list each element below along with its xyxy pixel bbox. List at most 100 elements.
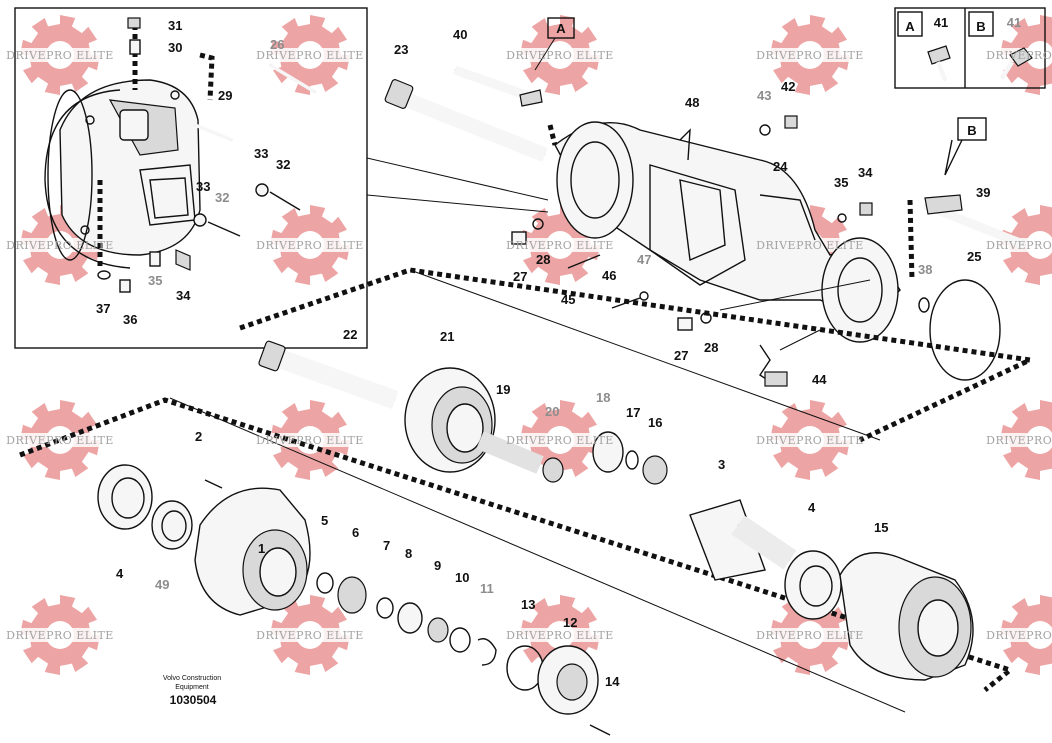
part-label-28-right: 28 bbox=[704, 340, 718, 355]
part-label-27-left: 27 bbox=[513, 269, 527, 284]
callout-b-label: B bbox=[967, 123, 976, 138]
part-label-4-right: 4 bbox=[808, 500, 816, 515]
part-label-32-top: 32 bbox=[276, 157, 290, 172]
part-label-35-inset: 35 bbox=[148, 273, 162, 288]
watermark-text: DRIVEPRO ELITE bbox=[756, 434, 864, 447]
callout-a-label: A bbox=[556, 21, 566, 36]
part-label-9: 9 bbox=[434, 558, 441, 573]
watermark-text: DRIVEPRO ELITE bbox=[506, 434, 614, 447]
part-label-11: 11 bbox=[480, 581, 494, 596]
bolt-a-icon bbox=[927, 45, 951, 65]
part-label-15: 15 bbox=[874, 520, 888, 535]
watermark-text: DRIVEPRO ELITE bbox=[506, 239, 614, 252]
part-label-23: 23 bbox=[394, 42, 408, 57]
part-label-24: 24 bbox=[773, 159, 788, 174]
watermark-text: DRIVEPRO ELITE bbox=[256, 434, 364, 447]
watermark-text: DRIVEPRO ELITE bbox=[506, 49, 614, 62]
watermark-gear-icon bbox=[735, 15, 885, 95]
callout-b: B bbox=[944, 117, 987, 176]
watermark-text: DRIVEPRO ELITE bbox=[256, 629, 364, 642]
part-label-12: 12 bbox=[563, 615, 577, 630]
legend-box: A 41 B 41 bbox=[894, 7, 1046, 89]
part-label-48: 48 bbox=[685, 95, 699, 110]
watermark-text-layer: DRIVEPRO ELITE DRIVEPRO ELITE DRIVEPRO ELI… bbox=[6, 49, 1052, 642]
watermark-gear-icon bbox=[235, 205, 385, 285]
watermark-text: DRIVEPRO ELITE bbox=[756, 239, 864, 252]
part-label-4-left: 4 bbox=[116, 566, 124, 581]
axle-housing-assembly bbox=[384, 65, 1027, 387]
watermark-gear-icon bbox=[735, 595, 885, 675]
part-label-40: 40 bbox=[453, 27, 467, 42]
watermark-text: DRIVEPRO ELITE bbox=[756, 49, 864, 62]
brand-line-2: Equipment bbox=[175, 684, 209, 691]
part-label-37: 37 bbox=[96, 301, 110, 316]
part-label-27-right: 27 bbox=[674, 348, 688, 363]
bolt-b-icon bbox=[1009, 47, 1033, 67]
part-label-19: 19 bbox=[496, 382, 510, 397]
watermark-gear-icon bbox=[235, 400, 385, 480]
part-label-34-main: 34 bbox=[858, 165, 873, 180]
part-label-22: 22 bbox=[343, 327, 357, 342]
part-label-34-inset: 34 bbox=[176, 288, 191, 303]
part-label-36: 36 bbox=[123, 312, 137, 327]
part-label-18: 18 bbox=[596, 390, 610, 405]
part-label-47: 47 bbox=[637, 252, 651, 267]
part-label-8: 8 bbox=[405, 546, 412, 561]
watermark-gear-icon bbox=[0, 595, 135, 675]
part-label-1: 1 bbox=[258, 541, 265, 556]
part-label-43: 43 bbox=[757, 88, 771, 103]
part-label-16: 16 bbox=[648, 415, 662, 430]
watermark-text: DRIVEPRO ELITE bbox=[6, 239, 114, 252]
part-label-5: 5 bbox=[321, 513, 328, 528]
legend-a-part: 41 bbox=[934, 15, 948, 30]
part-label-25: 25 bbox=[967, 249, 981, 264]
watermark-text: DRIVEPRO ELITE bbox=[986, 629, 1052, 642]
planetary-assembly bbox=[258, 340, 797, 581]
part-label-45: 45 bbox=[561, 292, 575, 307]
center-axis-line bbox=[169, 397, 906, 713]
legend-b-part: 41 bbox=[1007, 15, 1021, 30]
part-label-46: 46 bbox=[602, 268, 616, 283]
watermark-text: DRIVEPRO ELITE bbox=[6, 434, 114, 447]
watermark-text: DRIVEPRO ELITE bbox=[756, 629, 864, 642]
part-label-30: 30 bbox=[168, 40, 182, 55]
part-label-7: 7 bbox=[383, 538, 390, 553]
watermark-text: DRIVEPRO ELITE bbox=[6, 49, 114, 62]
watermark-text: DRIVEPRO ELITE bbox=[986, 434, 1052, 447]
watermark-text: DRIVEPRO ELITE bbox=[256, 49, 364, 62]
part-label-33-bottom: 33 bbox=[196, 179, 210, 194]
dashed-guide-2 bbox=[19, 397, 1016, 692]
watermark-gear-icon bbox=[965, 400, 1052, 480]
watermark-text: DRIVEPRO ELITE bbox=[506, 629, 614, 642]
part-label-10: 10 bbox=[455, 570, 469, 585]
watermark-gear-icon bbox=[485, 15, 635, 95]
watermark-gear-icon bbox=[0, 400, 135, 480]
part-label-38: 38 bbox=[918, 262, 932, 277]
watermark-gear-icon bbox=[235, 595, 385, 675]
drawing-number: 1030504 bbox=[170, 693, 217, 707]
part-label-32-bottom: 32 bbox=[215, 190, 229, 205]
part-label-33-top: 33 bbox=[254, 146, 268, 161]
part-label-28-left: 28 bbox=[536, 252, 550, 267]
part-label-39: 39 bbox=[976, 185, 990, 200]
part-label-2: 2 bbox=[195, 429, 202, 444]
part-label-35-main: 35 bbox=[834, 175, 848, 190]
part-label-49: 49 bbox=[155, 577, 169, 592]
part-label-26: 26 bbox=[270, 37, 284, 52]
dashed-guide-1 bbox=[239, 267, 1039, 443]
part-label-17: 17 bbox=[626, 405, 640, 420]
watermark-text: DRIVEPRO ELITE bbox=[986, 49, 1052, 62]
part-label-20: 20 bbox=[545, 404, 559, 419]
watermark-gear-icon bbox=[965, 595, 1052, 675]
watermark-gear-icon bbox=[0, 15, 135, 95]
callout-a: A bbox=[534, 17, 575, 71]
part-label-42: 42 bbox=[781, 79, 795, 94]
part-label-13: 13 bbox=[521, 597, 535, 612]
legend-a-letter: A bbox=[905, 19, 915, 34]
part-label-3: 3 bbox=[718, 457, 725, 472]
part-label-14: 14 bbox=[605, 674, 620, 689]
detail-inset bbox=[14, 7, 549, 349]
part-labels: 1 2 3 4 4 5 6 7 8 9 10 11 12 13 14 15 16… bbox=[96, 18, 990, 689]
